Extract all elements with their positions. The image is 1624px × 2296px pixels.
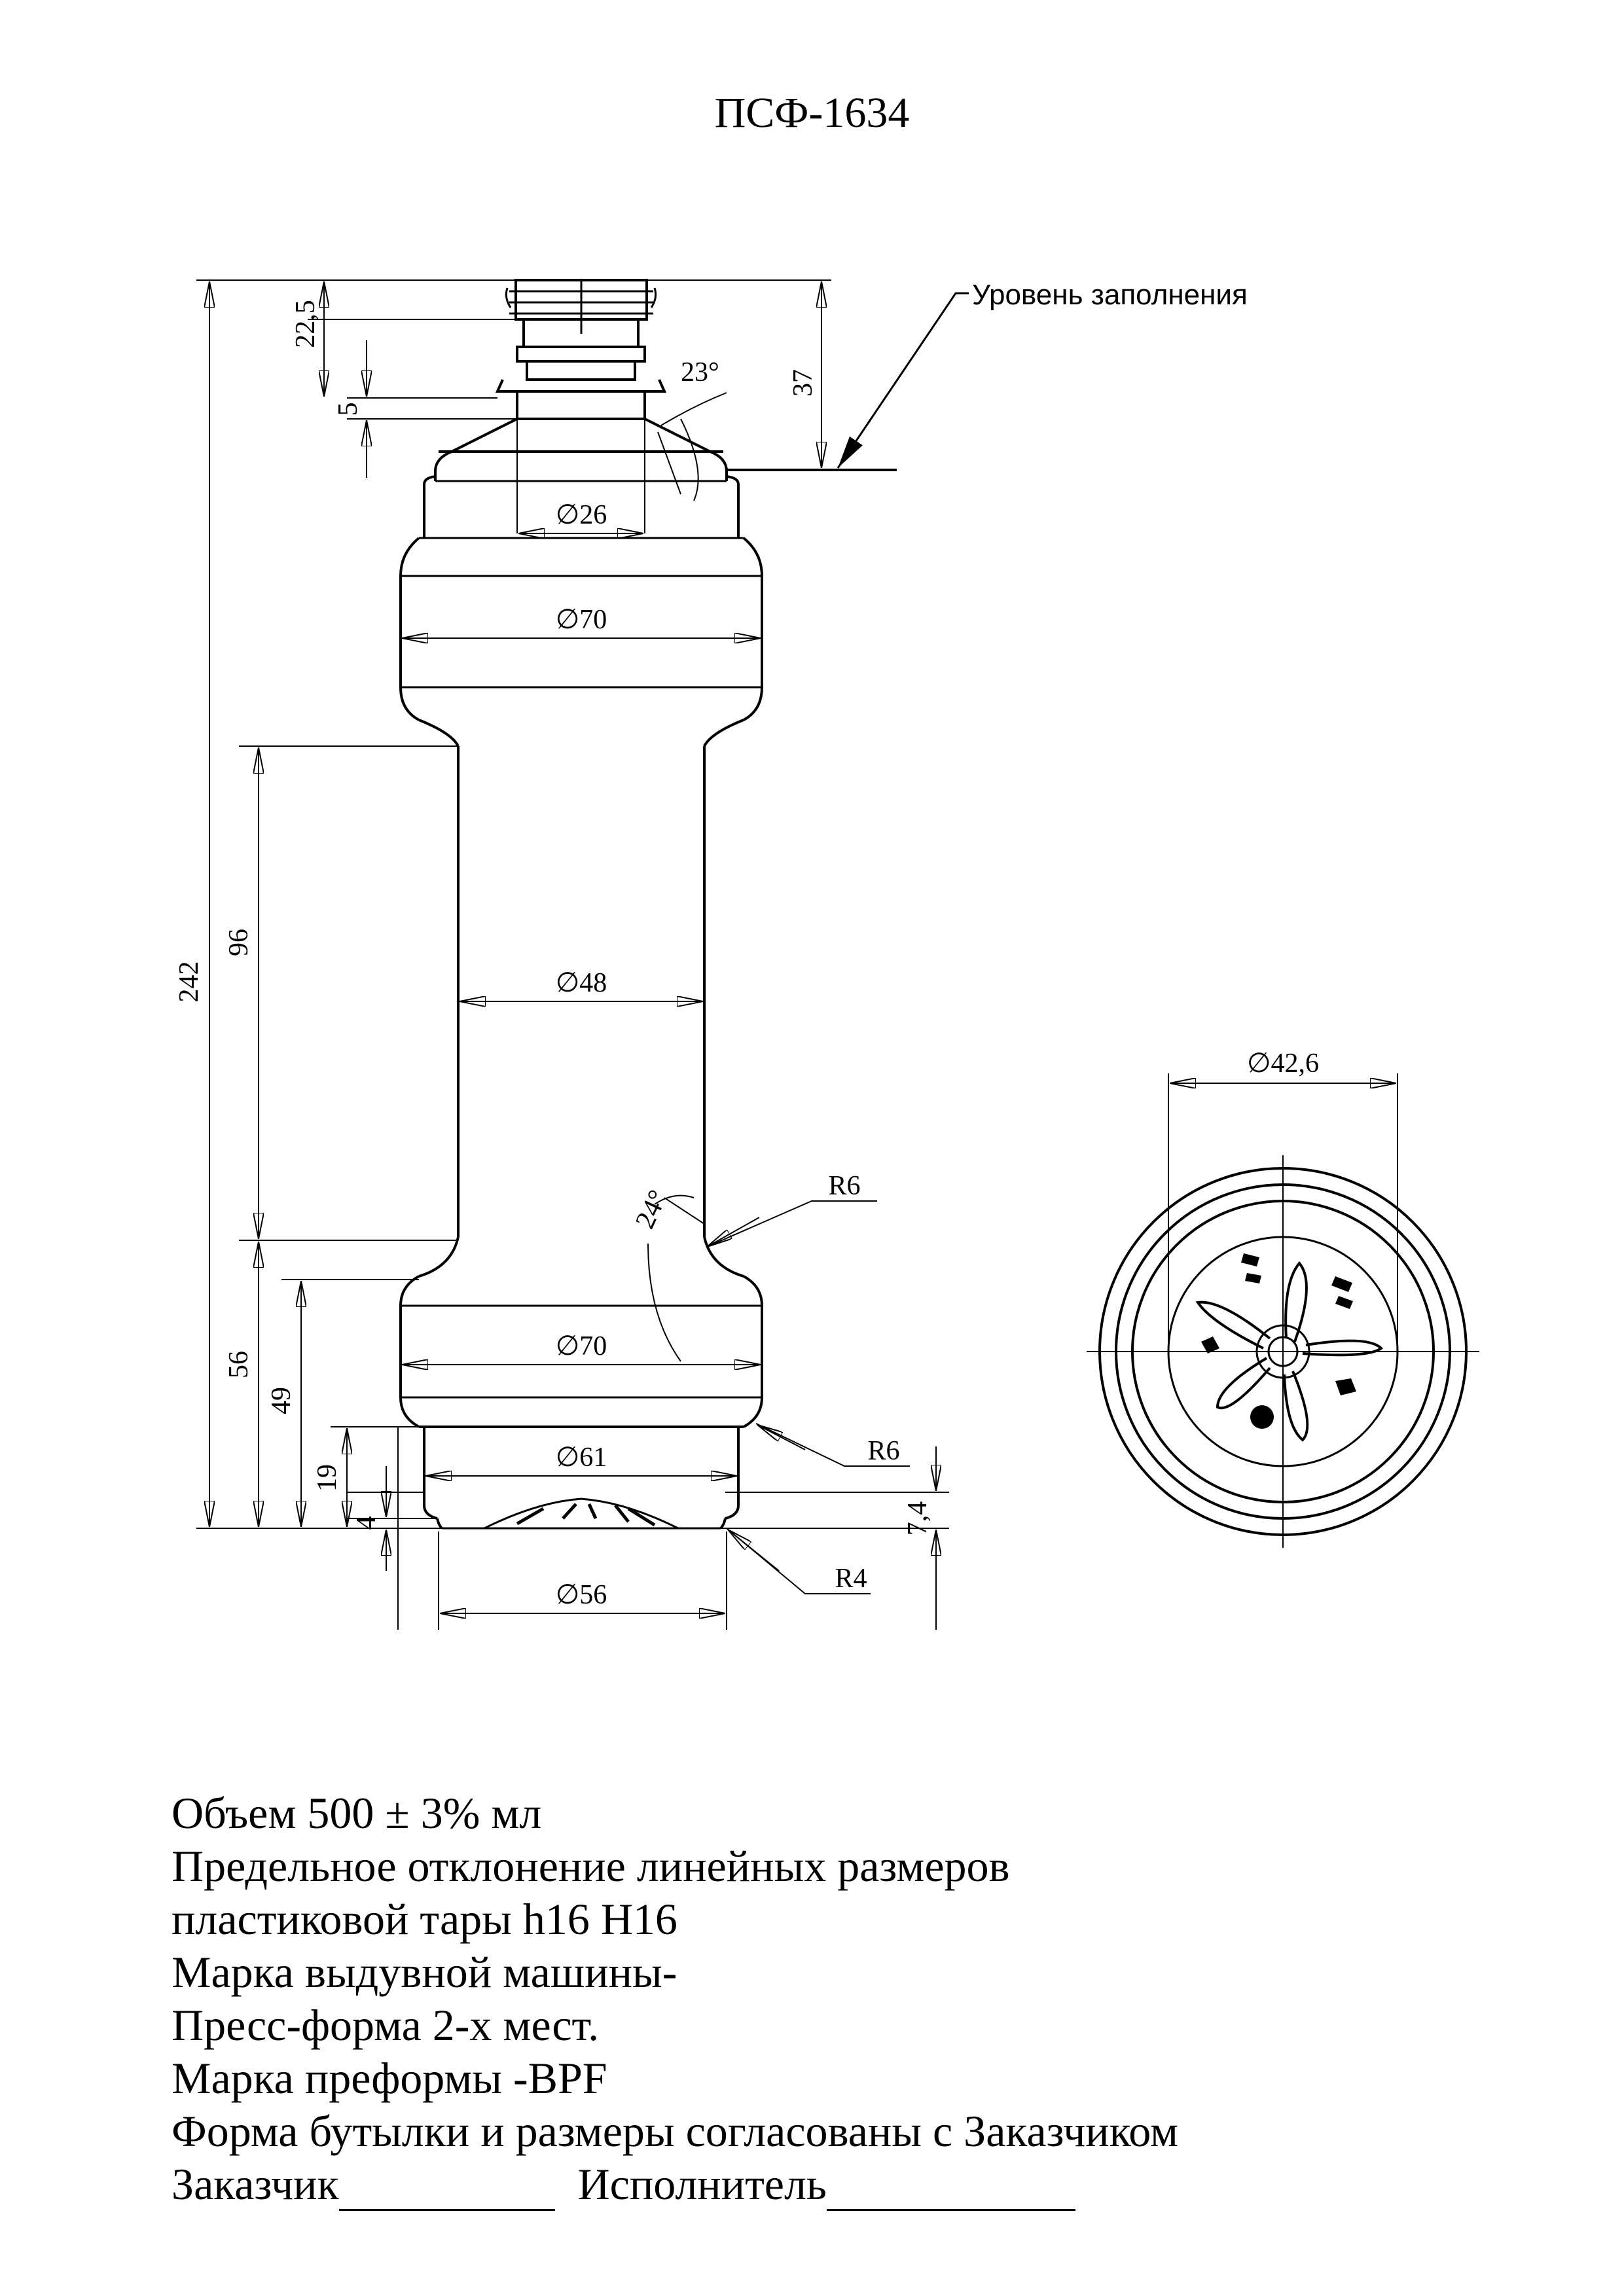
bottom-view bbox=[1087, 1073, 1479, 1548]
drawing-title: ПСФ-1634 bbox=[714, 89, 910, 137]
machine-line: Марка выдувной машины- bbox=[171, 1947, 677, 1997]
dimension-lines bbox=[196, 279, 969, 1630]
dim-body-top-diameter: ∅70 bbox=[556, 605, 607, 635]
dim-foot-diameter: ∅56 bbox=[556, 1580, 607, 1610]
dim-radius-foot: R4 bbox=[835, 1564, 867, 1594]
dim-body-bottom-diameter: ∅70 bbox=[556, 1331, 607, 1361]
dim-waist-diameter: ∅48 bbox=[556, 968, 607, 998]
preform-line: Марка преформы -BPF bbox=[171, 2053, 607, 2103]
radius-arrowheads bbox=[707, 1217, 806, 1571]
dim-angle-shoulder: 23° bbox=[681, 357, 719, 387]
bottle-outline bbox=[399, 279, 763, 1530]
volume-suffix: 3% мл bbox=[420, 1788, 542, 1838]
dim-fill-depth: 37 bbox=[788, 369, 818, 397]
dim-label-height: 96 bbox=[224, 929, 254, 956]
agreed-line: Форма бутылки и размеры согласованы с За… bbox=[171, 2106, 1179, 2156]
dim-lower-ring: 49 bbox=[266, 1387, 297, 1414]
dim-neck-diameter: ∅26 bbox=[556, 500, 607, 530]
dim-lower-height: 56 bbox=[224, 1351, 254, 1378]
technical-notes: Объем 500 ± 3% мл Предельное отклонение … bbox=[171, 1787, 1178, 2211]
dim-total-height: 242 bbox=[174, 961, 204, 1003]
dim-foot-height: 4 bbox=[352, 1516, 382, 1530]
volume-line: Объем 500 ± 3% мл bbox=[171, 1787, 1178, 1840]
dim-base-diameter: ∅61 bbox=[556, 1443, 607, 1473]
dim-radius-bottom: R6 bbox=[867, 1436, 899, 1466]
dim-neck-ring: 5 bbox=[333, 403, 363, 416]
dim-angle-waist: 24° bbox=[630, 1185, 674, 1233]
tolerance-line-2: пластиковой тары h16 H16 bbox=[171, 1894, 677, 1944]
mold-line: Пресс-форма 2-х мест. bbox=[171, 2000, 600, 2050]
contractor-label: Исполнитель bbox=[577, 2159, 827, 2209]
dim-bottom-view-diameter: ∅42,6 bbox=[1247, 1049, 1319, 1079]
volume-plus-minus: ± bbox=[385, 1788, 410, 1838]
contractor-signature-field[interactable] bbox=[826, 2168, 1075, 2211]
volume-prefix: Объем 500 bbox=[171, 1788, 374, 1838]
customer-signature-field[interactable] bbox=[338, 2168, 555, 2211]
dim-radius-waist: R6 bbox=[828, 1171, 860, 1201]
tolerance-line-1: Предельное отклонение линейных размеров bbox=[171, 1841, 1010, 1891]
dim-base-height: 19 bbox=[312, 1464, 342, 1492]
dim-neck-height: 22,5 bbox=[291, 300, 321, 348]
signature-line: Заказчик Исполнитель bbox=[171, 2158, 1178, 2211]
dim-foot-offset: 7,4 bbox=[903, 1501, 933, 1536]
fill-level-label: Уровень заполнения bbox=[972, 279, 1248, 311]
customer-label: Заказчик bbox=[171, 2159, 339, 2209]
